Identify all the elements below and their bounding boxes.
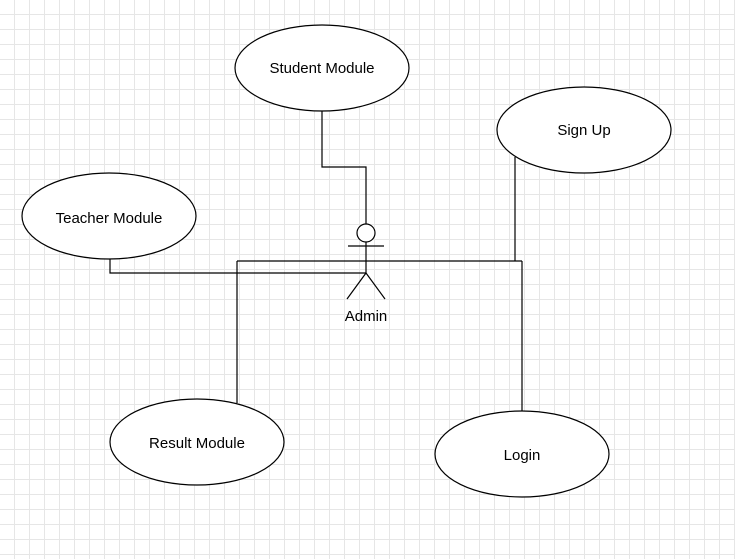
use-case-ellipse [109, 398, 285, 486]
use-case-label: Teacher Module [56, 210, 163, 227]
use-case-ellipse [234, 24, 410, 112]
use-case-label: Student Module [269, 60, 374, 77]
use-case-student-module[interactable]: Student Module [234, 24, 410, 112]
use-case-label: Result Module [149, 435, 245, 452]
actor-head [356, 223, 376, 243]
use-case-label: Sign Up [557, 122, 610, 139]
connector-teacher-admin [109, 259, 366, 274]
use-case-label: Login [504, 447, 541, 464]
use-case-teacher-module[interactable]: Teacher Module [21, 172, 197, 260]
use-case-ellipse [496, 86, 672, 174]
use-case-sign-up[interactable]: Sign Up [496, 86, 672, 174]
connector-student-admin [321, 111, 367, 224]
actor-admin[interactable]: Admin [345, 223, 388, 325]
use-case-result-module[interactable]: Result Module [109, 398, 285, 486]
use-case-ellipse [21, 172, 197, 260]
use-case-ellipse [434, 410, 610, 498]
use-case-login[interactable]: Login [434, 410, 610, 498]
actor-right-leg [365, 272, 386, 300]
actor-left-leg [346, 272, 367, 300]
actor-label: Admin [345, 308, 388, 325]
